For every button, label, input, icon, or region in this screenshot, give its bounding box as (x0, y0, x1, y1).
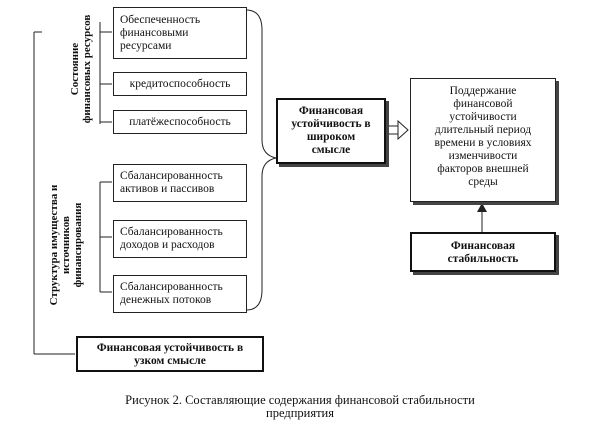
box-creditworthiness: кредитоспособность (113, 72, 247, 96)
box-assets-liabilities-balance: Сбалансированность активов и пассивов (113, 164, 247, 202)
box-income-expense-balance: Сбалансированность доходов и расходов (113, 220, 247, 258)
group-label-financial-resources: Состояние финансовых ресурсов (69, 14, 93, 124)
box-broad-financial-stability: Финансовая устойчивость в широком смысле (276, 98, 386, 164)
box-financial-resources-provision: Обеспеченность финансовыми ресурсами (113, 7, 247, 59)
box-narrow-financial-stability: Финансовая устойчивость в узком смысле (76, 336, 264, 372)
figure-caption: Рисунок 2. Составляющие содержания финан… (125, 393, 475, 420)
box-maintaining-stability: Поддержание финансовой устойчивости длит… (410, 78, 556, 202)
box-financial-stability: Финансовая стабильность (410, 232, 556, 272)
box-solvency: платёжеспособность (113, 110, 247, 134)
box-cash-flow-balance: Сбалансированность денежных потоков (113, 275, 247, 313)
group-label-property-structure: Структура имущества и источников финанси… (48, 184, 84, 306)
